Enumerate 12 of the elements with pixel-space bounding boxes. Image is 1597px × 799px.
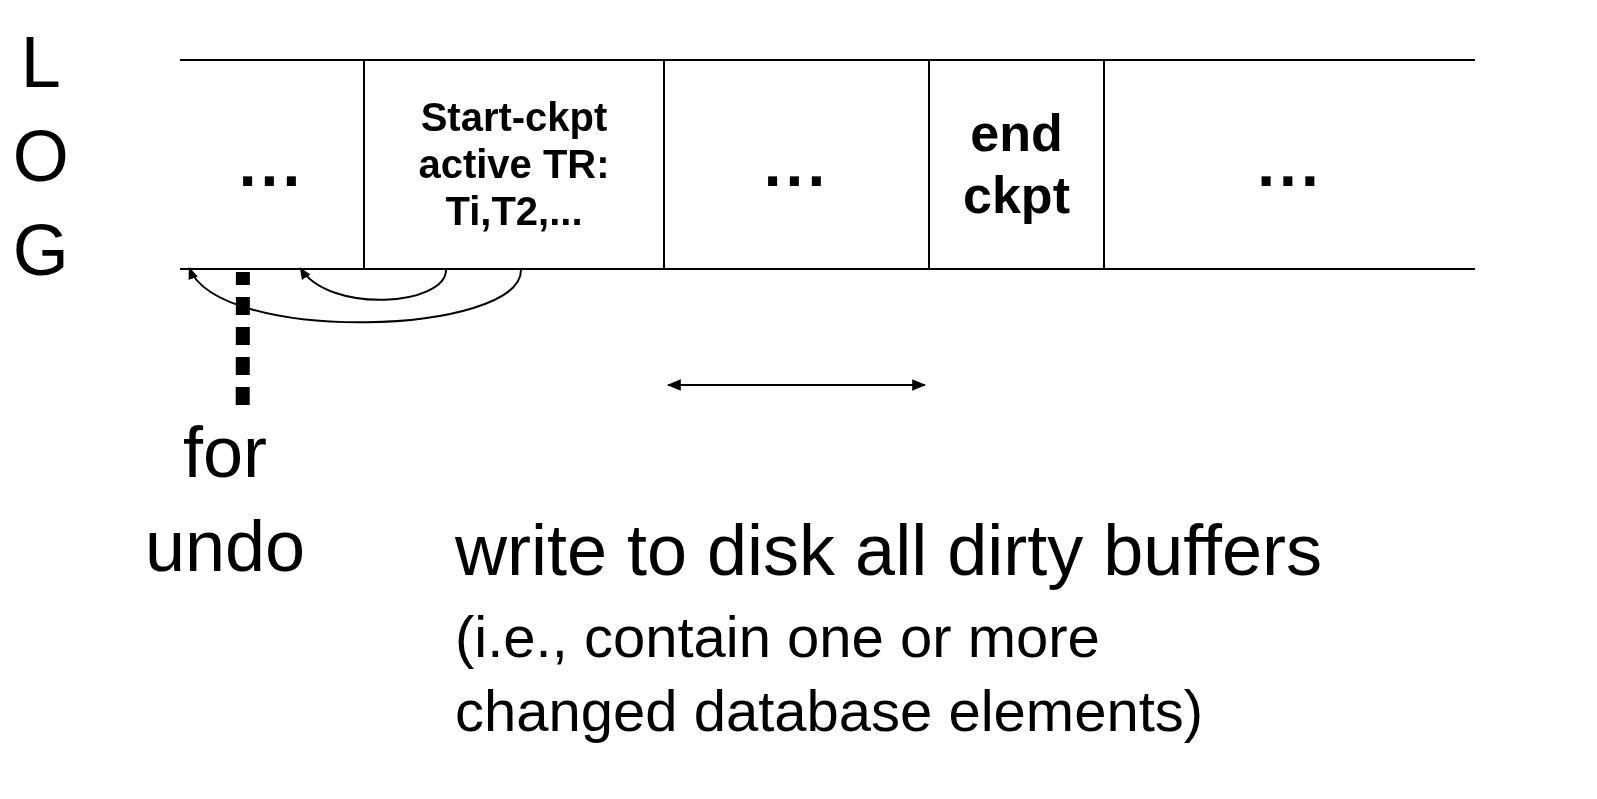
log-record-cell: ...	[665, 59, 930, 270]
log-record-cell: ...	[1105, 59, 1475, 270]
curved-arrow	[188, 267, 522, 324]
dotted-line	[235, 272, 250, 405]
vertical-label: LOG	[12, 21, 70, 292]
note-text: for undo	[110, 405, 340, 593]
checkpoint-start-cell: Start-ckpt active TR: Ti,T2,...	[365, 59, 665, 270]
note-text: (i.e., contain one or more changed database elements)	[455, 603, 1205, 745]
log-record-cell: ...	[180, 59, 365, 270]
checkpoint-end-cell: end ckpt	[930, 59, 1105, 270]
note-text: write to disk all dirty buffers	[455, 509, 1322, 592]
curved-arrow	[299, 267, 447, 301]
